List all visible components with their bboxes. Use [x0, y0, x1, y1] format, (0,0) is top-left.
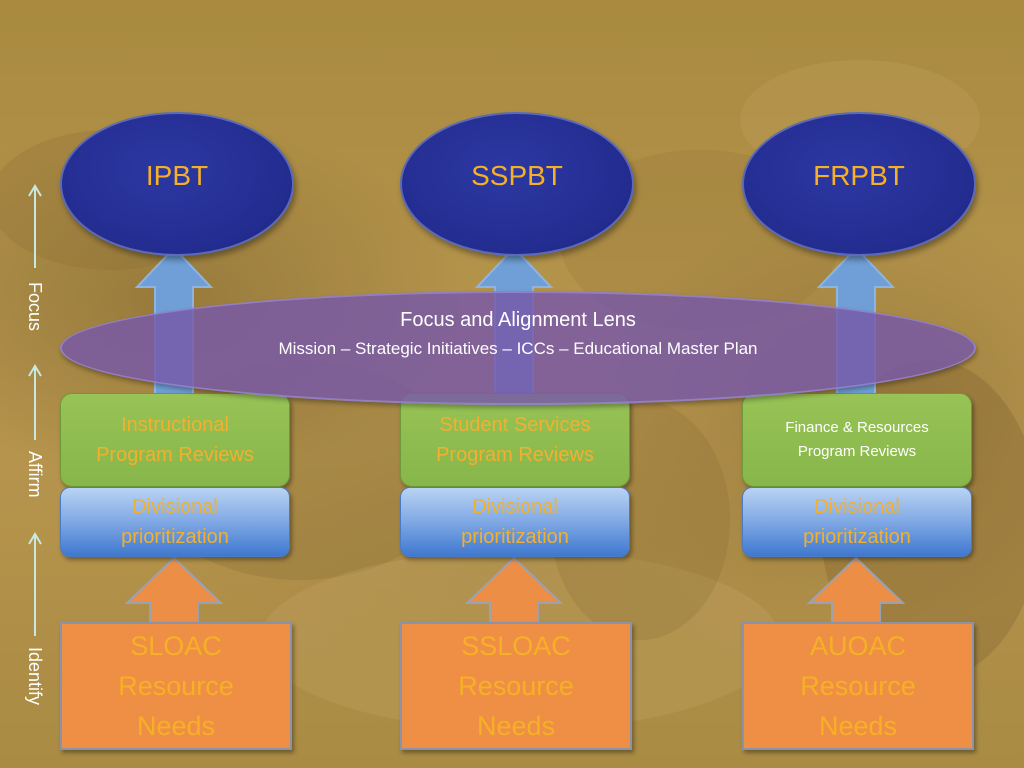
review-line: Program Reviews: [797, 443, 917, 460]
side-label-identify: Identify: [25, 647, 45, 706]
review-box-student-services: Student Services Program Reviews: [400, 393, 630, 487]
needs-line: Needs: [136, 711, 216, 741]
lens-subtitle: Mission – Strategic Initiatives – ICCs –…: [278, 339, 758, 358]
needs-line: Resource: [118, 671, 234, 701]
division-line: prioritization: [461, 526, 569, 548]
needs-line: Needs: [476, 711, 556, 741]
needs-box-sloac: SLOAC Resource Needs: [60, 622, 292, 750]
needs-line: AUOAC: [809, 631, 907, 661]
review-line: Program Reviews: [436, 444, 594, 466]
needs-line: Resource: [458, 671, 574, 701]
needs-line: SSLOAC: [461, 631, 571, 661]
ellipse-label: FRPBT: [813, 160, 905, 191]
division-box-2: Divisional prioritization: [400, 487, 630, 557]
review-line: Instructional: [121, 414, 229, 436]
needs-box-auoac: AUOAC Resource Needs: [742, 622, 974, 750]
side-arrow-affirm: [28, 364, 42, 440]
focus-alignment-lens: Focus and Alignment Lens Mission – Strat…: [60, 291, 976, 405]
review-line: Student Services: [439, 414, 591, 436]
division-box-1: Divisional prioritization: [60, 487, 290, 557]
division-line: Divisional: [472, 496, 558, 518]
needs-line: Needs: [818, 711, 898, 741]
division-box-3: Divisional prioritization: [742, 487, 972, 557]
side-label-affirm: Affirm: [25, 451, 45, 498]
review-line: Program Reviews: [96, 444, 254, 466]
ellipse-label: SSPBT: [471, 160, 563, 191]
review-box-finance: Finance & Resources Program Reviews: [742, 393, 972, 487]
lens-title: Focus and Alignment Lens: [400, 309, 636, 331]
review-line: Finance & Resources: [785, 419, 929, 436]
side-label-focus: Focus: [25, 282, 45, 332]
division-line: Divisional: [132, 496, 218, 518]
up-arrow-orange-1: [124, 556, 224, 627]
needs-line: SLOAC: [130, 631, 222, 661]
up-arrow-orange-3: [806, 556, 906, 627]
review-box-instructional: Instructional Program Reviews: [60, 393, 290, 487]
needs-box-ssloac: SSLOAC Resource Needs: [400, 622, 632, 750]
up-arrow-orange-2: [464, 556, 564, 627]
ellipse-ipbt: IPBT: [60, 112, 294, 256]
side-arrow-focus: [28, 184, 42, 268]
division-line: prioritization: [121, 526, 229, 548]
division-line: Divisional: [814, 496, 900, 518]
ellipse-label: IPBT: [145, 160, 209, 191]
division-line: prioritization: [803, 526, 911, 548]
needs-line: Resource: [800, 671, 916, 701]
side-arrow-identify: [28, 532, 42, 636]
ellipse-frpbt: FRPBT: [742, 112, 976, 256]
ellipse-sspbt: SSPBT: [400, 112, 634, 256]
